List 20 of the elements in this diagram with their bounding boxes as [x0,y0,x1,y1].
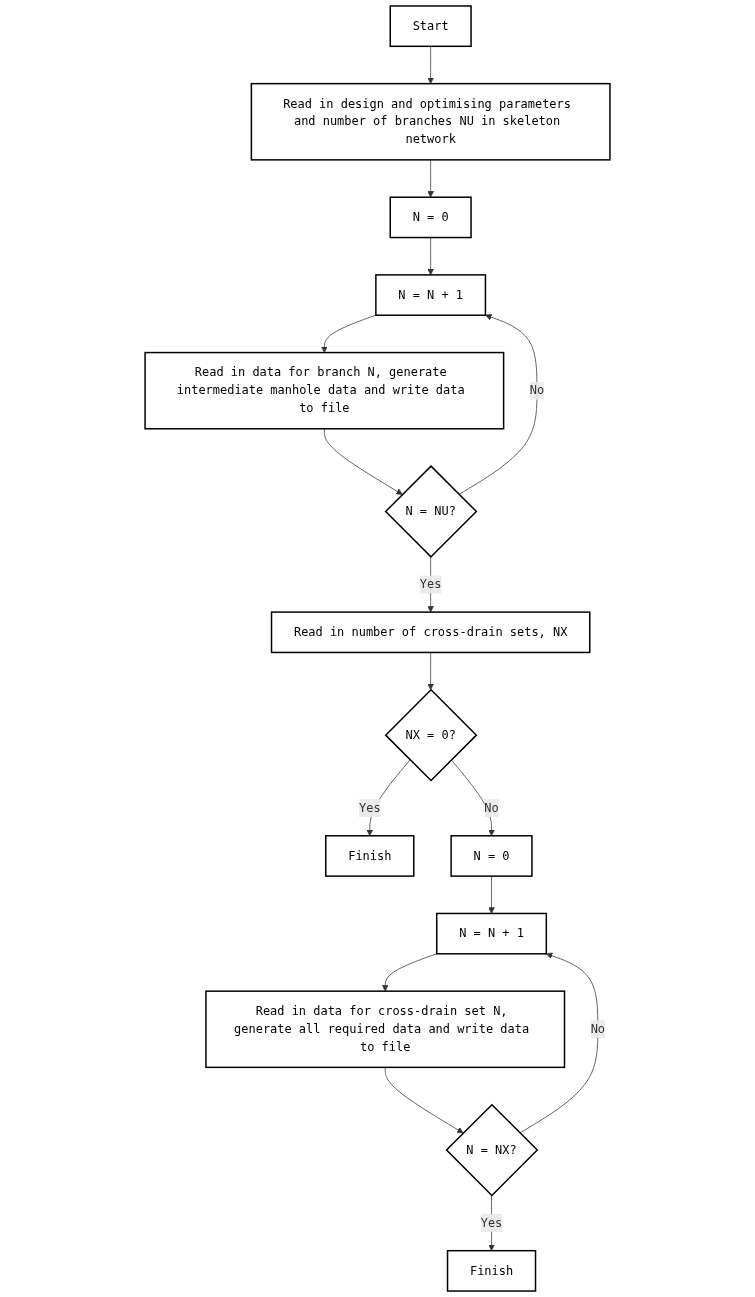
node-box: Start [389,5,472,48]
node-box: N = N + 1 [375,274,487,316]
node-box: Read in design and optimising parameters and number of branches NU in skeleton network [250,82,611,161]
edge-label: Yes [358,800,381,815]
node-diamond: N = NU? [384,465,478,558]
node-box: Finish [325,835,415,877]
edge-label: No [590,1021,606,1036]
node-diamond: N = NX? [445,1103,539,1197]
edge-label: No [529,383,545,398]
edge-label: No [484,800,499,815]
node-box: N = N + 1 [436,912,548,955]
edge-label: Yes [419,577,442,592]
node-diamond: NX = 0? [384,688,478,782]
node-box: Read in data for cross-drain set N, generate all required data and write data to file [205,990,566,1069]
edge-label: Yes [480,1215,503,1230]
node-box: Read in data for branch N, generate intermediate manhole data and write data to file [144,351,505,430]
node-box: N = 0 [450,835,533,877]
node-box: N = 0 [389,196,472,239]
node-box: Read in number of cross-drain sets, NX [270,611,591,654]
node-box: Finish [446,1249,537,1292]
